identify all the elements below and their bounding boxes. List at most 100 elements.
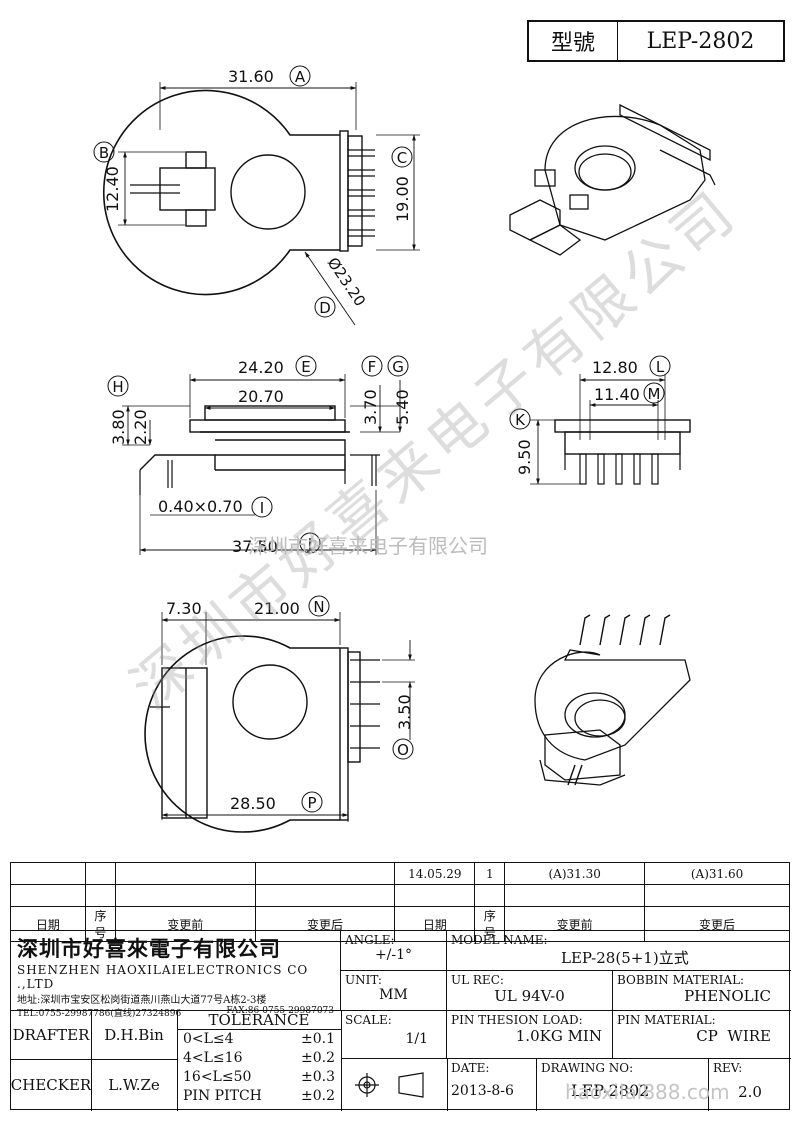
model-name-value: LEP-28(5+1)立式 [561, 949, 689, 967]
dim-p-value: 28.50 [230, 794, 276, 813]
tolerance-value-3: ±0.3 [301, 1069, 335, 1085]
tolerance-range-4: PIN PITCH [183, 1088, 262, 1104]
dim-i-value: 0.40×0.70 [158, 497, 243, 516]
side-view: 12.80 L 11.40 M 9.50 K [509, 355, 691, 485]
ul-rec-label: UL REC: [451, 973, 504, 987]
dim-i-letter: I [260, 499, 264, 517]
dim-n-value: 21.00 [254, 599, 300, 618]
dim-j-value: 37.50 [232, 537, 278, 556]
dim-n2-value: 7.30 [166, 599, 202, 618]
dim-n-letter: N [313, 598, 324, 616]
pin-tension-label: PIN THESION LOAD: [451, 1013, 583, 1027]
model-label: 型號 [529, 22, 618, 60]
ul-rec-value: UL 94V-0 [494, 987, 565, 1005]
header-after-right: 变更后 [644, 906, 790, 942]
drafter-label: DRAFTER [11, 1011, 92, 1060]
dim-g-letter: G [392, 358, 404, 376]
technical-drawing: 31.60 A 12.40 B 19.00 C Ø23.20 D [93, 65, 716, 833]
tolerance-value-2: ±0.2 [301, 1050, 335, 1066]
dim-a-letter: A [295, 68, 306, 86]
dim-o-letter: O [397, 741, 409, 759]
dim-o-value: 3.50 [395, 694, 414, 730]
pin-material-label: PIN MATERIAL: [617, 1013, 716, 1027]
angle-label: ANGLE: [345, 933, 395, 947]
revision-after: (A)31.60 [644, 862, 790, 885]
revision-date: 14.05.29 [394, 862, 476, 885]
drawing-no-value: LEP-2802 [571, 1081, 650, 1100]
projection-symbol [341, 1059, 448, 1111]
company-fax: FAX:86-0755-29987073 [226, 1006, 334, 1016]
revision-before: (A)31.30 [504, 862, 646, 885]
dim-c-letter: C [397, 149, 407, 167]
header-before-left: 变更前 [114, 906, 256, 942]
dim-l-letter: L [656, 358, 665, 376]
header-date-right: 日期 [394, 906, 476, 942]
unit-label: UNIT: [345, 973, 382, 987]
company-address: 地址:深圳市宝安区松岗街道燕川燕山大道77号A栋2-3楼 [17, 995, 267, 1006]
header-seq-right: 序号 [474, 906, 506, 942]
checker-label: CHECKER [11, 1059, 92, 1111]
dim-d-letter: D [319, 299, 331, 317]
tolerance-value-4: ±0.2 [301, 1088, 335, 1104]
dim-f-letter: F [368, 358, 377, 376]
dim-j-letter: J [307, 535, 312, 553]
dim-g-value: 5.40 [393, 389, 412, 425]
tolerance-value-1: ±0.1 [301, 1031, 335, 1047]
date-label: DATE: [451, 1061, 490, 1075]
dim-h2-value: 2.20 [131, 409, 150, 445]
drawing-no-label: DRAWING NO: [541, 1061, 634, 1075]
unit-value: MM [379, 987, 408, 1003]
header-before-right: 变更前 [504, 906, 646, 942]
dim-e-value: 24.20 [238, 358, 284, 377]
url-watermark: haoxilai888.com [565, 1080, 730, 1104]
front-view: 24.20 E 20.70 3.70 5.40 F G 3.80 2.20 H … [107, 355, 412, 556]
scale-label: SCALE: [345, 1013, 392, 1027]
iso-view-bottom [534, 614, 691, 786]
dim-k-value: 9.50 [515, 439, 534, 475]
dim-m-value: 11.40 [594, 385, 640, 404]
dim-a-value: 31.60 [228, 67, 274, 86]
date-value: 2013-8-6 [451, 1083, 514, 1099]
company-block: 深圳市好喜來電子有限公司 SHENZHEN HAOXILAIELECTRONIC… [11, 931, 341, 1019]
bottom-view: 7.30 21.00 N 3.50 O 28.50 P [144, 595, 415, 833]
dim-h-letter: H [112, 378, 123, 396]
rev-value: 2.0 [738, 1083, 762, 1101]
company-tel: TEL:0755-29987786(直线)27324896 [17, 1009, 182, 1019]
rev-label: REV: [713, 1061, 743, 1075]
dim-f-value: 3.70 [361, 389, 380, 425]
company-name-cn: 深圳市好喜來電子有限公司 [17, 936, 281, 961]
title-block: 型號 LEP-2802 [527, 20, 785, 62]
main-title-block: 深圳市好喜來電子有限公司 SHENZHEN HAOXILAIELECTRONIC… [10, 930, 791, 1111]
pin-material-value: CP WIRE [696, 1027, 771, 1045]
model-number: LEP-2802 [646, 28, 755, 54]
revision-table: 14.05.29 1 (A)31.30 (A)31.60 日期 序号 变更前 变… [10, 862, 790, 942]
tolerance-range-3: 16<L≤50 [183, 1069, 252, 1085]
drafter-name: D.H.Bin [91, 1011, 178, 1060]
dim-c-value: 19.00 [393, 176, 412, 222]
center-watermark: 深圳市好喜来电子有限公司 [248, 534, 488, 558]
pin-tension-value: 1.0KG MIN [515, 1027, 602, 1045]
header-date-left: 日期 [10, 906, 86, 942]
header-after-left: 变更后 [254, 906, 396, 942]
dim-e2-value: 20.70 [238, 387, 284, 406]
dim-l-value: 12.80 [592, 358, 638, 377]
checker-name: L.W.Ze [91, 1059, 178, 1111]
dim-p-letter: P [307, 794, 316, 812]
top-view: 31.60 A 12.40 B 19.00 C Ø23.20 D [93, 65, 420, 326]
bobbin-material-value: PHENOLIC [684, 987, 771, 1005]
tolerance-block: TOLERANCE 0<L≤4 ±0.1 4<L≤16 ±0.2 16<L≤50 ±0… [177, 1011, 342, 1111]
dim-b-letter: B [99, 144, 109, 162]
tolerance-title: TOLERANCE [177, 1011, 341, 1030]
header-seq-left: 序号 [84, 906, 116, 942]
dim-h-value: 3.80 [109, 409, 128, 445]
scale-value: 1/1 [405, 1031, 428, 1047]
dim-m-letter: M [648, 385, 661, 403]
iso-view-top [509, 103, 716, 256]
tolerance-range-2: 4<L≤16 [183, 1050, 243, 1066]
bobbin-material-label: BOBBIN MATERIAL: [617, 973, 745, 987]
revision-seq: 1 [474, 862, 506, 885]
tolerance-range-1: 0<L≤4 [183, 1031, 234, 1047]
angle-value: +/-1° [374, 947, 413, 963]
model-name-label: MODEL NAME: [451, 933, 548, 947]
dim-k-letter: K [515, 411, 526, 429]
